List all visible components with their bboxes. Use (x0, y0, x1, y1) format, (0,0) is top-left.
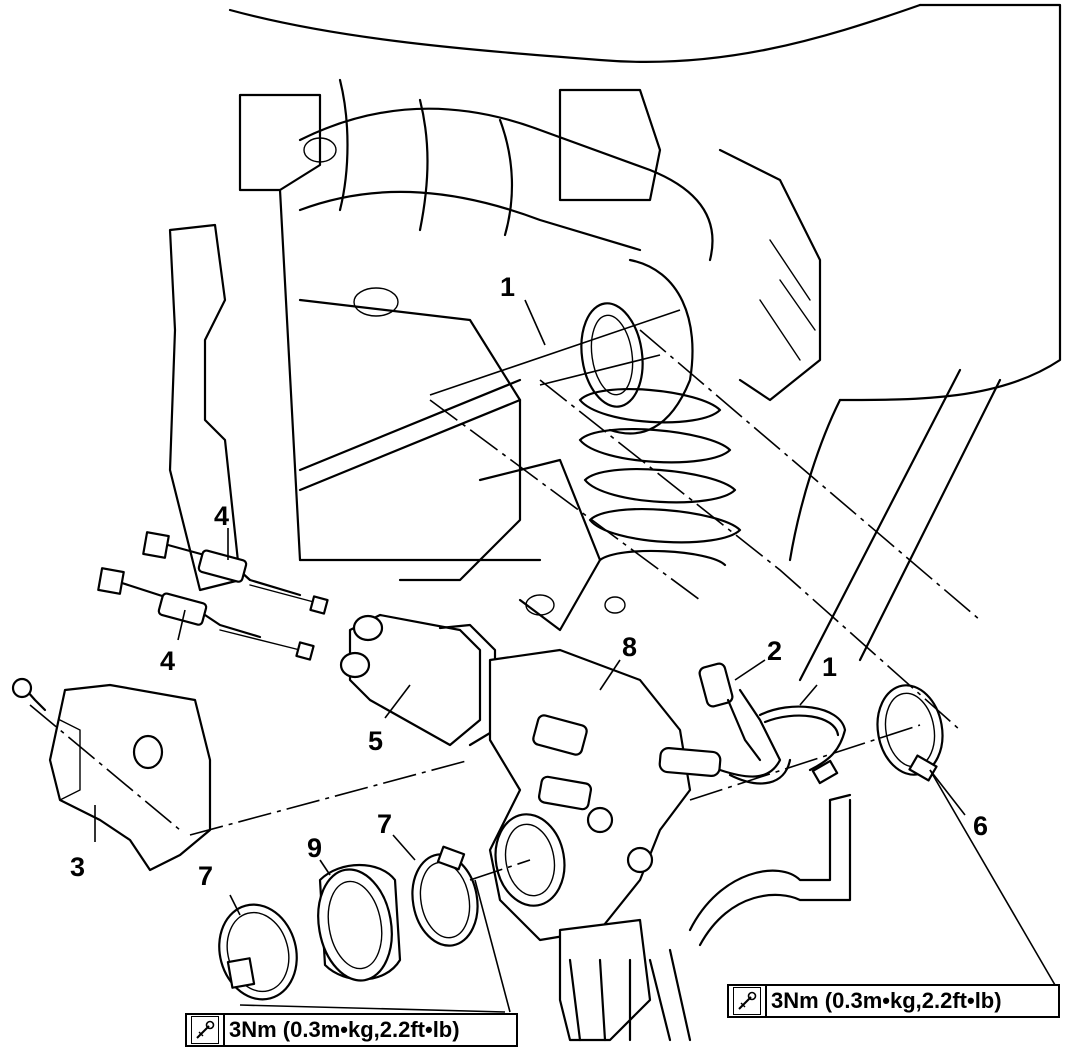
callout-1-top: 1 (500, 272, 515, 302)
callout-9: 9 (307, 833, 322, 863)
leader-lines (94, 299, 1056, 1013)
torque-divider (223, 1015, 225, 1045)
assembly-lines (29, 329, 981, 881)
cable-cover (339, 613, 497, 747)
callout-3: 3 (70, 852, 85, 882)
throttle-cables (97, 531, 329, 661)
torque-spec-text: 3Nm (0.3m•kg,2.2ft•lb) (771, 988, 1002, 1013)
callout-5: 5 (368, 726, 383, 756)
callout-7-right: 7 (377, 809, 392, 839)
torque-spec-left: 3Nm (0.3m•kg,2.2ft•lb) (185, 1013, 518, 1047)
callout-1-right: 1 (822, 652, 837, 682)
torque-spec-right: 3Nm (0.3m•kg,2.2ft•lb) (727, 984, 1060, 1018)
carb-hoses (648, 793, 852, 1042)
callout-2: 2 (767, 636, 782, 666)
callout-8: 8 (622, 632, 637, 662)
callout-4-lower: 4 (160, 646, 175, 676)
callout-6: 6 (973, 811, 988, 841)
clamp-6 (876, 684, 944, 782)
torque-spec-text: 3Nm (0.3m•kg,2.2ft•lb) (229, 1017, 460, 1042)
sensor-connector (698, 662, 762, 762)
torque-divider (765, 986, 767, 1016)
carburetor-body (488, 648, 792, 1042)
intake-duct (298, 78, 822, 435)
intake-joint-and-clamps (218, 845, 479, 1001)
torque-wrench-icon (733, 987, 761, 1015)
frame-outline (168, 3, 1062, 682)
torque-wrench-icon (191, 1016, 219, 1044)
callout-7-left: 7 (198, 861, 213, 891)
throttle-case-cover (11, 677, 212, 872)
small-clamp (758, 705, 847, 785)
shock-spring (578, 387, 742, 567)
callout-4-upper: 4 (214, 501, 229, 531)
engine-block (298, 137, 626, 632)
